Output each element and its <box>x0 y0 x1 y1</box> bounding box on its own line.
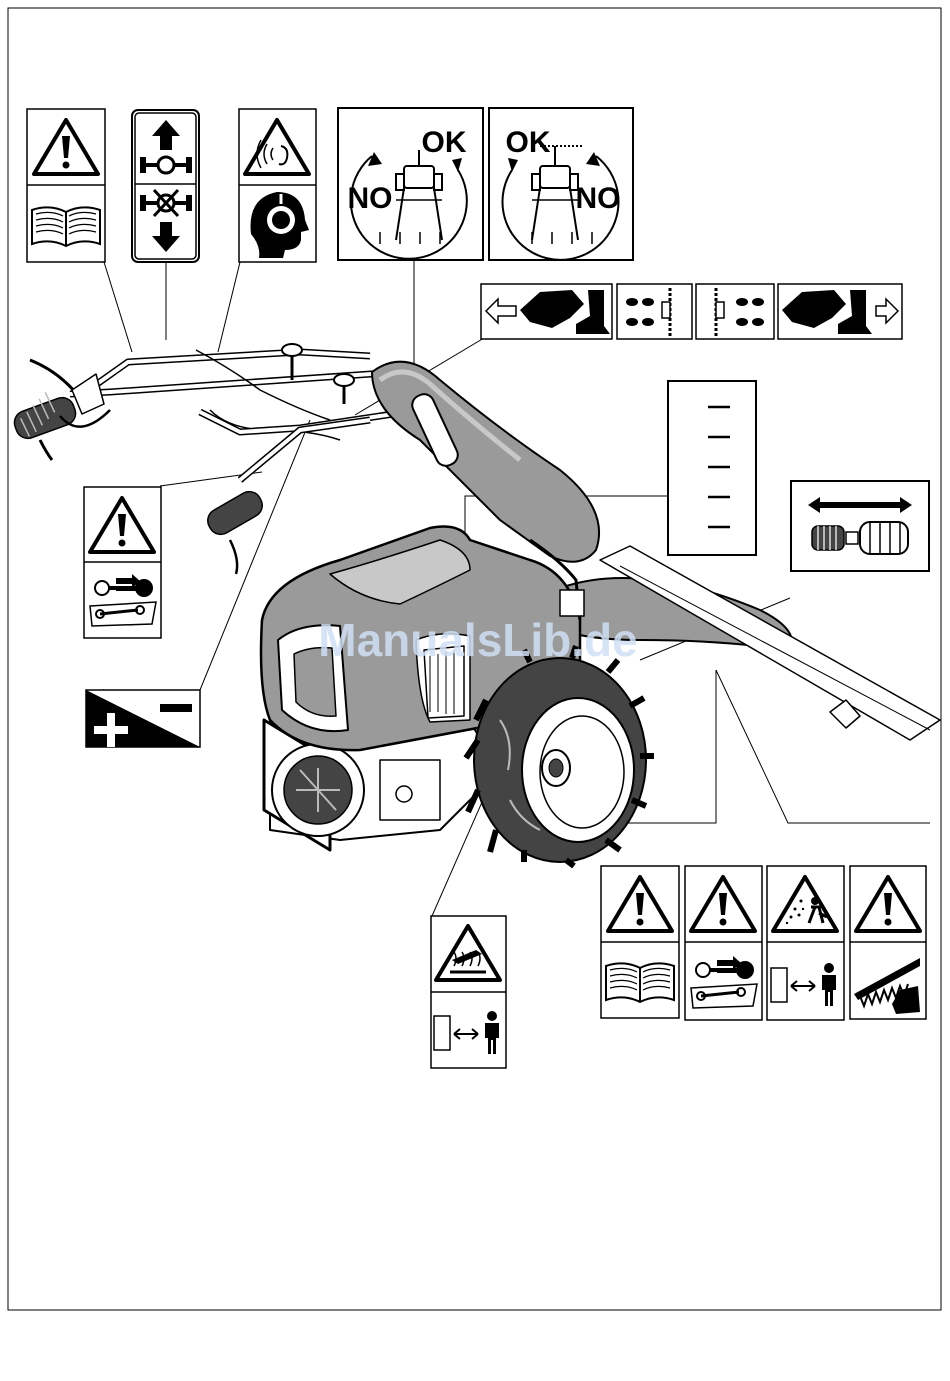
speed-scale-icon <box>668 381 756 555</box>
turning-panel-left: OK NO <box>338 108 483 260</box>
gear-shift-icon <box>791 481 929 571</box>
label-hot-surface <box>431 916 506 1068</box>
no-label: NO <box>576 182 621 215</box>
label-cutter-blade <box>850 866 926 1019</box>
ok-label: OK <box>422 126 467 159</box>
manual-book-icon <box>32 207 100 246</box>
label-warning-manual <box>27 109 105 262</box>
label-warning-key <box>84 487 161 638</box>
turning-panel-right: OK NO <box>489 108 633 260</box>
label-group-bottom-right <box>601 866 926 1020</box>
plus-minus-icon <box>86 690 200 747</box>
label-lift-up-down <box>132 110 199 262</box>
ok-label: OK <box>506 126 551 159</box>
label-noise-ear-protection <box>239 109 316 262</box>
watermark: ManualsLib.de <box>318 614 637 666</box>
label-warning-manual <box>601 866 679 1018</box>
label-flying-debris <box>767 866 844 1020</box>
no-label: NO <box>348 182 393 215</box>
label-footwear-strip <box>481 284 902 339</box>
manual-book-icon <box>606 963 674 1002</box>
label-warning-key <box>685 866 762 1020</box>
